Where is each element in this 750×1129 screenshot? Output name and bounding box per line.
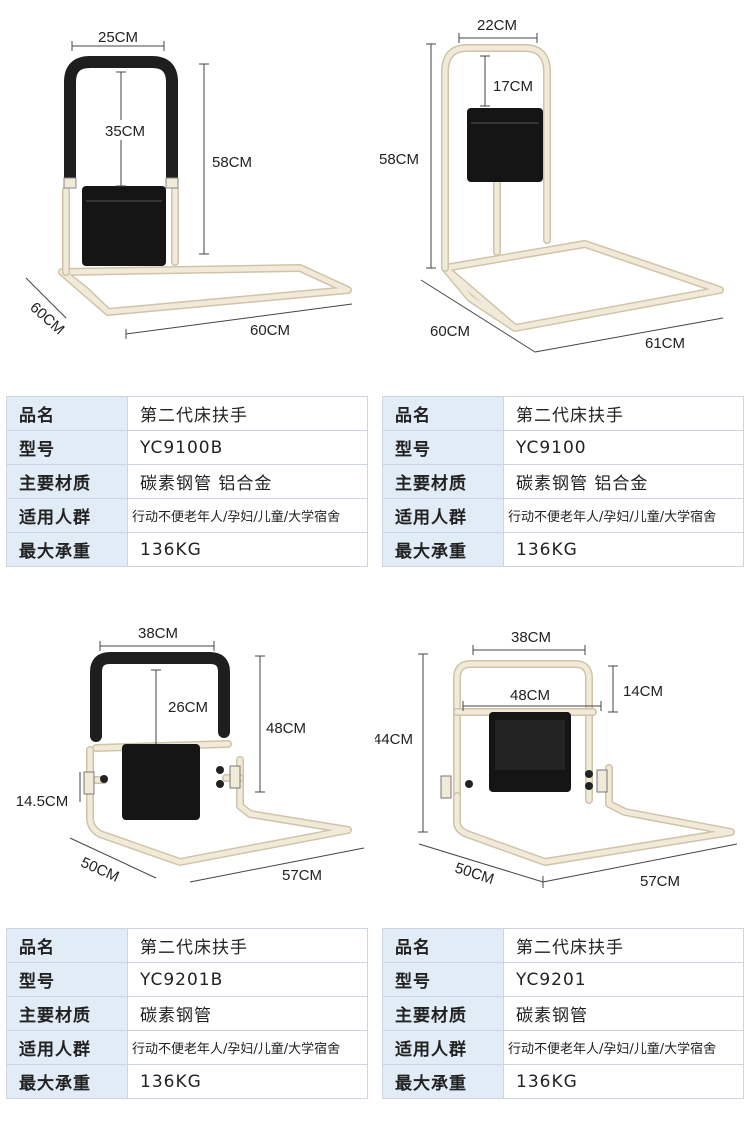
spec-value: YC9201 [503, 962, 744, 997]
dim-height: 58CM [212, 154, 252, 171]
spec-row: 主要材质碳素钢管 铝合金 [382, 464, 744, 499]
spec-label: 主要材质 [6, 996, 128, 1031]
product-1-image: 25CM 35CM 58CM 60CM 60CM [0, 0, 375, 370]
storage-bag [467, 108, 543, 182]
spec-value: 行动不便老年人/孕妇/儿童/大学宿舍 [503, 1030, 744, 1065]
spec-value: YC9201B [127, 962, 368, 997]
spec-label: 品名 [6, 396, 128, 431]
dim-width: 25CM [98, 29, 138, 46]
spec-value: 136KG [503, 1064, 744, 1099]
spec-row: 品名第二代床扶手 [382, 928, 744, 963]
dim-bar-width: 48CM [510, 687, 550, 704]
spec-row: 品名第二代床扶手 [382, 396, 744, 431]
grip-handle [90, 652, 230, 742]
spec-row: 品名第二代床扶手 [6, 396, 368, 431]
spec-row: 适用人群行动不便老年人/孕妇/儿童/大学宿舍 [382, 498, 744, 533]
dim-length: 60CM [250, 322, 290, 339]
spec-label: 主要材质 [6, 464, 128, 499]
spec-label: 型号 [382, 962, 504, 997]
spec-value: 碳素钢管 [127, 996, 368, 1031]
dim-depth: 50CM [453, 859, 496, 888]
spec-label: 品名 [382, 396, 504, 431]
dim-width: 38CM [138, 625, 178, 642]
spec-label: 最大承重 [6, 532, 128, 567]
spec-row: 主要材质碳素钢管 铝合金 [6, 464, 368, 499]
spec-label: 适用人群 [382, 498, 504, 533]
spec-label: 主要材质 [382, 996, 504, 1031]
spec-value: 136KG [127, 532, 368, 567]
dim-depth: 60CM [430, 323, 470, 340]
spec-value: 136KG [503, 532, 744, 567]
dim-length: 61CM [645, 335, 685, 352]
dim-depth: 60CM [26, 299, 67, 338]
dim-top-height: 14CM [623, 683, 663, 700]
spec-value: YC9100 [503, 430, 744, 465]
spec-value: YC9100B [127, 430, 368, 465]
spec-row: 主要材质碳素钢管 [382, 996, 744, 1031]
dim-length: 57CM [640, 873, 680, 890]
spec-value: 行动不便老年人/孕妇/儿童/大学宿舍 [127, 498, 368, 533]
frame-base [58, 186, 352, 316]
spec-value: 碳素钢管 铝合金 [503, 464, 744, 499]
spec-label: 品名 [382, 928, 504, 963]
storage-bag [82, 186, 166, 266]
dim-width: 38CM [511, 629, 551, 646]
spec-value: 第二代床扶手 [503, 396, 744, 431]
spec-value: 第二代床扶手 [503, 928, 744, 963]
dim-height: 58CM [379, 151, 419, 168]
spec-label: 主要材质 [382, 464, 504, 499]
storage-bag [122, 744, 200, 820]
spec-label: 型号 [6, 430, 128, 465]
spec-row: 主要材质碳素钢管 [6, 996, 368, 1031]
dim-height: 44CM [375, 731, 413, 748]
frame-base [441, 44, 724, 332]
product-2-image: 22CM 17CM 58CM 60CM 61CM [375, 0, 750, 370]
dim-height: 48CM [266, 720, 306, 737]
spec-label: 适用人群 [6, 498, 128, 533]
spec-value: 第二代床扶手 [127, 396, 368, 431]
spec-label: 型号 [382, 430, 504, 465]
product-4-image: 38CM 48CM 14CM 44CM 50CM 57CM [375, 600, 750, 910]
spec-value: 碳素钢管 [503, 996, 744, 1031]
dim-inner-height: 17CM [493, 78, 533, 95]
spec-label: 型号 [6, 962, 128, 997]
spec-row: 品名第二代床扶手 [6, 928, 368, 963]
dim-inner-height: 26CM [168, 699, 208, 716]
spec-label: 最大承重 [382, 1064, 504, 1099]
spec-label: 品名 [6, 928, 128, 963]
dim-inner-height: 35CM [105, 123, 145, 140]
spec-value: 第二代床扶手 [127, 928, 368, 963]
spec-row: 适用人群行动不便老年人/孕妇/儿童/大学宿舍 [382, 1030, 744, 1065]
spec-value: 碳素钢管 铝合金 [127, 464, 368, 499]
spec-value: 136KG [127, 1064, 368, 1099]
spec-value: 行动不便老年人/孕妇/儿童/大学宿舍 [503, 498, 744, 533]
spec-value: 行动不便老年人/孕妇/儿童/大学宿舍 [127, 1030, 368, 1065]
dim-side-height: 14.5CM [16, 793, 69, 810]
spec-label: 适用人群 [382, 1030, 504, 1065]
spec-row: 适用人群行动不便老年人/孕妇/儿童/大学宿舍 [6, 498, 368, 533]
spec-label: 最大承重 [382, 532, 504, 567]
dim-width: 22CM [477, 17, 517, 34]
dim-length: 57CM [282, 867, 322, 884]
grip-handle [64, 56, 178, 188]
spec-label: 适用人群 [6, 1030, 128, 1065]
spec-label: 最大承重 [6, 1064, 128, 1099]
spec-row: 适用人群行动不便老年人/孕妇/儿童/大学宿舍 [6, 1030, 368, 1065]
product-3-image: 38CM 26CM 48CM 14.5CM 50CM 57CM [0, 600, 375, 910]
